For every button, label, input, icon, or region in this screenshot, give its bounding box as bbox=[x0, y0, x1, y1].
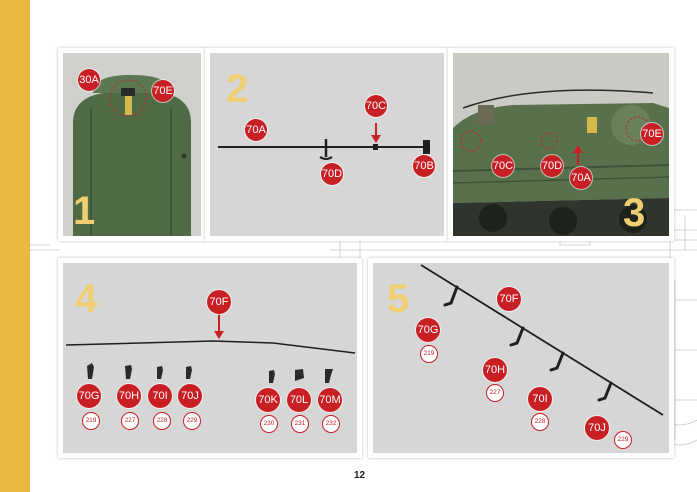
label-70j: 70J bbox=[585, 416, 609, 440]
label-70i: 70I bbox=[148, 384, 172, 408]
panel-1-illustration bbox=[63, 53, 201, 236]
red-arrow-icon bbox=[371, 135, 381, 143]
step-number: 3 bbox=[623, 191, 646, 235]
ref-227: 227 bbox=[121, 412, 139, 430]
label-70c: 70C bbox=[492, 155, 514, 177]
label-70k: 70K bbox=[256, 388, 280, 412]
label-70d: 70D bbox=[321, 163, 343, 185]
panel-5-illustration bbox=[420, 264, 664, 416]
ref-228: 228 bbox=[531, 413, 549, 431]
label-70m: 70M bbox=[318, 388, 342, 412]
label-70h: 70H bbox=[117, 384, 141, 408]
panel-step-1: 30A 70E 1 bbox=[58, 48, 206, 241]
label-70d: 70D bbox=[541, 155, 563, 177]
label-70g: 70G bbox=[416, 318, 440, 342]
ref-219: 219 bbox=[420, 345, 438, 363]
ref-231: 231 bbox=[291, 415, 309, 433]
label-70h: 70H bbox=[483, 358, 507, 382]
label-70l: 70L bbox=[287, 388, 311, 412]
ref-227: 227 bbox=[486, 384, 504, 402]
label-70a: 70A bbox=[245, 119, 267, 141]
ref-228: 228 bbox=[153, 412, 171, 430]
label-70a: 70A bbox=[570, 167, 592, 189]
label-70e: 70E bbox=[641, 123, 663, 145]
panel-step-2: 2 70A 70C 70D 70B bbox=[205, 48, 449, 241]
ref-229: 229 bbox=[183, 412, 201, 430]
step-number: 2 bbox=[226, 67, 249, 111]
panel-step-5: 5 70F 70G 219 70H 227 70I 228 70J 229 bbox=[368, 258, 674, 458]
label-70j: 70J bbox=[178, 384, 202, 408]
panel-4-illustration bbox=[65, 309, 356, 383]
red-arrow-icon bbox=[214, 331, 224, 339]
label-70f: 70F bbox=[497, 287, 521, 311]
panel-step-3: 70E 70C 70D 70A 3 bbox=[448, 48, 674, 241]
label-70g: 70G bbox=[77, 384, 101, 408]
panel-step-4: 4 70F 70G 219 70H 227 70I 228 70J 229 70… bbox=[58, 258, 362, 458]
ref-232: 232 bbox=[322, 415, 340, 433]
label-30a: 30A bbox=[78, 69, 100, 91]
step-number: 4 bbox=[75, 277, 98, 321]
step-number: 5 bbox=[387, 277, 410, 321]
label-70b: 70B bbox=[413, 155, 435, 177]
ref-230: 230 bbox=[260, 415, 278, 433]
red-arrow-icon bbox=[573, 145, 583, 153]
label-70i: 70I bbox=[528, 387, 552, 411]
ref-219: 219 bbox=[82, 412, 100, 430]
step-number: 1 bbox=[73, 189, 96, 233]
page-number: 12 bbox=[354, 470, 366, 481]
label-70c: 70C bbox=[365, 95, 387, 117]
label-70f: 70F bbox=[207, 290, 231, 314]
spine-stripe bbox=[0, 0, 30, 492]
label-70e: 70E bbox=[152, 80, 174, 102]
panel-2-illustration bbox=[218, 123, 430, 160]
ref-229: 229 bbox=[614, 431, 632, 449]
